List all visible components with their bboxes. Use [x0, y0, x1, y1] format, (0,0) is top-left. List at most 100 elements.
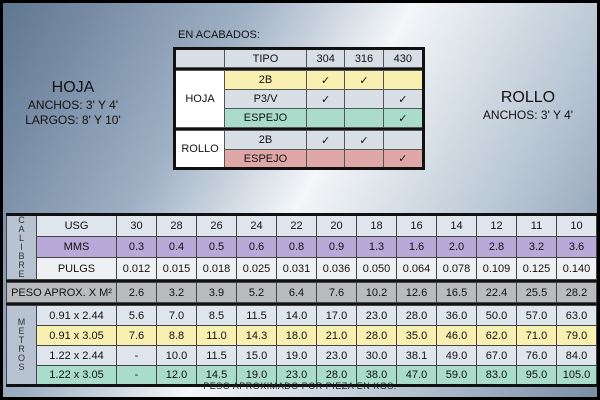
- value-cell: 63.0: [556, 305, 597, 326]
- value-cell: 11.5: [236, 305, 277, 326]
- value-cell: 10: [556, 214, 597, 237]
- value-cell: 30.0: [356, 345, 397, 366]
- value-cell: 0.036: [316, 257, 357, 280]
- value-cell: 30: [116, 214, 157, 237]
- value-cell: 28: [156, 214, 197, 237]
- value-cell: 14.5: [196, 365, 237, 386]
- value-cell: 0.050: [356, 257, 397, 280]
- value-cell: 2.8: [476, 235, 517, 259]
- check-cell: [344, 89, 384, 109]
- check-cell: ✓: [344, 130, 384, 150]
- value-cell: 35.0: [396, 325, 437, 346]
- value-cell: 59.0: [436, 365, 477, 386]
- value-cell: 23.0: [356, 305, 397, 326]
- table-row: ROLLO 2B ✓ ✓: [174, 130, 425, 169]
- value-cell: 7.6: [116, 325, 157, 346]
- value-cell: 23.0: [316, 345, 357, 366]
- value-cell: 15.0: [236, 345, 277, 366]
- value-cell: 21.0: [316, 325, 357, 346]
- roll-title: ROLLO: [500, 89, 556, 106]
- value-cell: 0.5: [196, 235, 237, 259]
- value-cell: 16.5: [436, 282, 477, 303]
- check-cell: ✓: [305, 70, 346, 90]
- value-cell: -: [116, 345, 157, 366]
- value-cell: 0.025: [236, 257, 277, 280]
- finish-type: P3/V: [224, 89, 307, 109]
- check-cell: [344, 149, 384, 169]
- value-cell: 1.6: [396, 235, 437, 259]
- row-label: MMS: [36, 235, 117, 259]
- header-430: 430: [382, 48, 425, 68]
- value-cell: 3.9: [196, 282, 237, 303]
- value-cell: 0.3: [116, 235, 157, 259]
- sheet-info: HOJA ANCHOS: 3' Y 4' LARGOS: 8' Y 10': [13, 78, 133, 128]
- value-cell: 50.0: [476, 305, 517, 326]
- value-cell: 0.031: [276, 257, 317, 280]
- value-cell: 7.6: [316, 282, 357, 303]
- value-cell: 22: [276, 214, 317, 237]
- finishes-header-row: TIPO 304 316 430: [174, 48, 425, 68]
- check-cell: ✓: [305, 130, 346, 150]
- check-cell: [382, 130, 425, 150]
- value-cell: 19.0: [276, 345, 317, 366]
- row-label: PULGS: [36, 257, 117, 280]
- check-cell: [344, 108, 384, 128]
- value-cell: 38.1: [396, 345, 437, 366]
- value-cell: 0.015: [156, 257, 197, 280]
- value-cell: 0.8: [276, 235, 317, 259]
- value-cell: 28.2: [556, 282, 597, 303]
- check-cell: [305, 149, 346, 169]
- value-cell: 76.0: [516, 345, 557, 366]
- header-316: 316: [344, 48, 384, 68]
- row-label: USG: [36, 214, 117, 237]
- steel-spec-sheet: HOJA ANCHOS: 3' Y 4' LARGOS: 8' Y 10' RO…: [3, 3, 597, 397]
- value-cell: 16: [396, 214, 437, 237]
- value-cell: 12.6: [396, 282, 437, 303]
- value-cell: 46.0: [436, 325, 477, 346]
- sheet-widths: ANCHOS: 3' Y 4': [27, 98, 119, 112]
- table-row: HOJA 2B ✓ ✓: [174, 70, 425, 128]
- value-cell: 3.2: [516, 235, 557, 259]
- value-cell: 67.0: [476, 345, 517, 366]
- value-cell: 10.2: [356, 282, 397, 303]
- value-cell: 3.6: [556, 235, 597, 259]
- value-cell: 0.078: [436, 257, 477, 280]
- row-label: PESO APROX. X M²: [6, 282, 117, 303]
- table-row: ESPEJO ✓: [175, 149, 425, 169]
- row-label: 0.91 x 2.44: [36, 305, 117, 326]
- check-cell: ✓: [382, 149, 425, 169]
- value-cell: 105.0: [556, 365, 597, 386]
- finish-type: ESPEJO: [224, 149, 307, 169]
- roll-info: ROLLO ANCHOS: 3' Y 4': [463, 88, 593, 123]
- value-cell: 22.4: [476, 282, 517, 303]
- value-cell: 0.6: [236, 235, 277, 259]
- finish-type: 2B: [224, 130, 307, 150]
- value-cell: 12: [476, 214, 517, 237]
- value-cell: 26: [196, 214, 237, 237]
- value-cell: 18: [356, 214, 397, 237]
- value-cell: 49.0: [436, 345, 477, 366]
- value-cell: 71.0: [516, 325, 557, 346]
- check-cell: ✓: [305, 89, 346, 109]
- value-cell: 36.0: [436, 305, 477, 326]
- value-cell: 20: [316, 214, 357, 237]
- value-cell: 0.140: [556, 257, 597, 280]
- value-cell: 57.0: [516, 305, 557, 326]
- value-cell: 11.5: [196, 345, 237, 366]
- value-cell: 11.0: [196, 325, 237, 346]
- finishes-table: TIPO 304 316 430 HOJA 2B ✓ ✓ P3/V ✓ ✓ ES…: [173, 47, 425, 170]
- sheet-title: HOJA: [51, 79, 95, 96]
- footer-note: PESO APROXIMADO POR PIEZA EN KGS.: [203, 381, 397, 391]
- value-cell: 2.0: [436, 235, 477, 259]
- value-cell: 7.0: [156, 305, 197, 326]
- finishes-caption: EN ACABADOS:: [178, 29, 260, 41]
- value-cell: 3.2: [156, 282, 197, 303]
